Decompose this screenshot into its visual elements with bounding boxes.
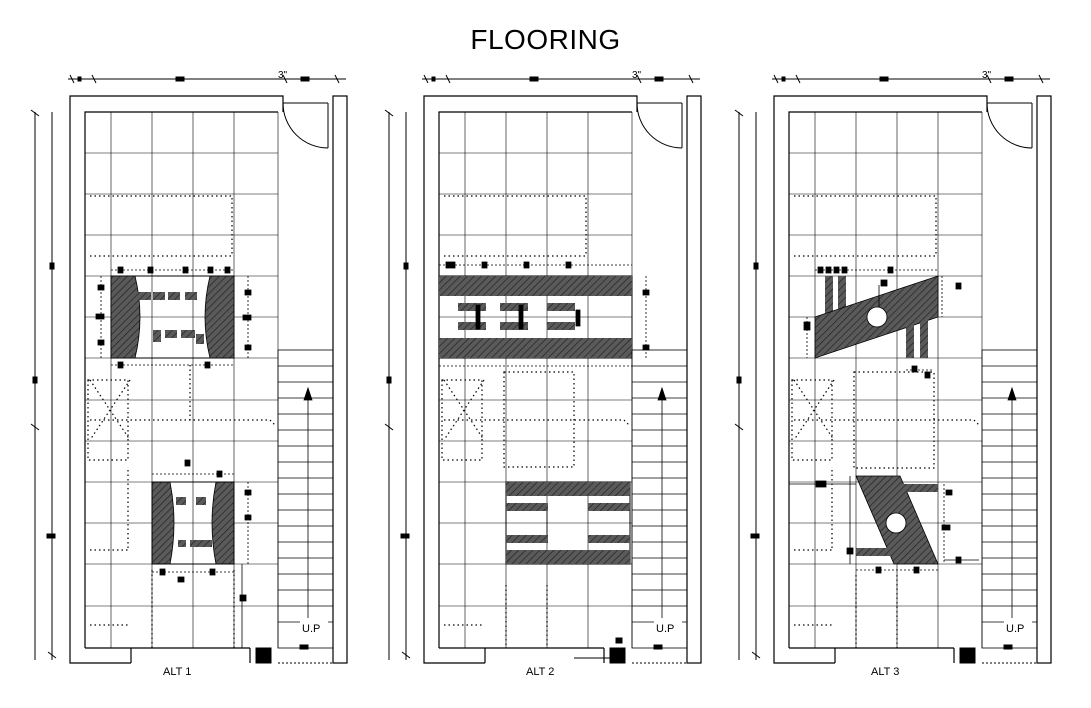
upper-pattern-dimensions bbox=[95, 266, 252, 369]
upper-pattern-dimensions bbox=[803, 266, 962, 379]
upper-pattern-dimensions bbox=[439, 261, 650, 367]
dimension-text: 3" bbox=[982, 70, 992, 81]
outer-walls bbox=[69, 95, 348, 664]
left-dimension-line bbox=[30, 109, 57, 660]
stair-up-label: U.P bbox=[302, 623, 320, 635]
left-dimension-line bbox=[384, 109, 411, 660]
floor-tile-grid bbox=[85, 112, 279, 648]
floor-pattern-lower bbox=[151, 481, 235, 565]
lower-pattern-dimensions bbox=[789, 476, 979, 574]
plan-alt-2: 3" bbox=[384, 70, 702, 678]
dimension-text: 3" bbox=[632, 70, 642, 81]
plan-label-alt-3: ALT 3 bbox=[871, 666, 899, 678]
dotted-furniture-outlines bbox=[791, 195, 980, 648]
entry-details bbox=[574, 637, 687, 664]
top-dimension-line bbox=[422, 74, 700, 84]
dimension-text: 3" bbox=[278, 70, 288, 81]
door-swing bbox=[282, 102, 329, 149]
staircase bbox=[981, 349, 1038, 649]
floor-tile-grid bbox=[439, 112, 633, 648]
floor-pattern-upper bbox=[438, 275, 633, 359]
top-dimension-line bbox=[68, 74, 346, 84]
floor-pattern-upper bbox=[110, 275, 235, 359]
floor-tile-grid bbox=[789, 112, 983, 648]
floor-pattern-lower bbox=[505, 481, 631, 565]
dotted-furniture-outlines bbox=[87, 195, 276, 648]
staircase bbox=[277, 349, 334, 649]
entry-details bbox=[255, 644, 333, 664]
lower-pattern-dimensions bbox=[152, 459, 252, 648]
plan-label-alt-1: ALT 1 bbox=[163, 666, 191, 678]
staircase bbox=[631, 349, 688, 649]
door-swing bbox=[986, 102, 1033, 149]
door-swing bbox=[636, 102, 683, 149]
plan-label-alt-2: ALT 2 bbox=[526, 666, 554, 678]
dotted-furniture-outlines bbox=[441, 195, 630, 648]
floor-pattern-upper bbox=[814, 275, 939, 359]
plan-alt-3: 3" bbox=[734, 70, 1052, 678]
drawing-title: FLOORING bbox=[470, 24, 621, 55]
entry-details bbox=[959, 644, 1037, 664]
stair-up-label: U.P bbox=[656, 623, 674, 635]
left-dimension-line bbox=[734, 109, 761, 660]
stair-up-label: U.P bbox=[1006, 623, 1024, 635]
floor-pattern-lower bbox=[855, 475, 939, 565]
top-dimension-line bbox=[772, 74, 1050, 84]
plan-alt-1: 3" bbox=[30, 70, 348, 678]
